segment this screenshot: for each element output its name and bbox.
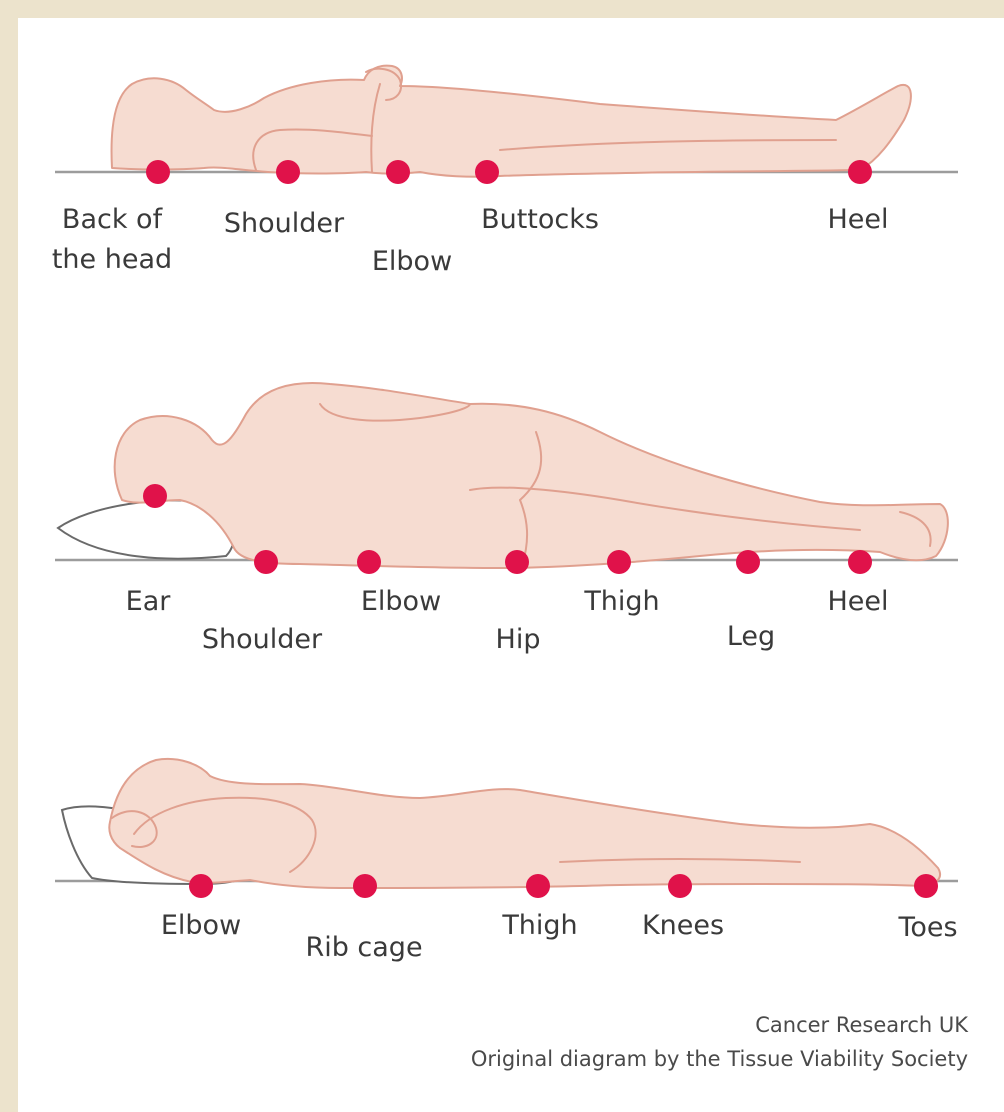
pressure-point-supine-1 [276, 160, 300, 184]
label-supine-1: Shoulder [224, 208, 345, 239]
label-side-4: Thigh [583, 586, 659, 617]
label-prone-1: Rib cage [305, 932, 422, 963]
pressure-point-prone-1 [353, 874, 377, 898]
label-side-0: Ear [126, 586, 172, 617]
pressure-point-side-6 [848, 550, 872, 574]
label-prone-2: Thigh [501, 910, 577, 941]
figure-side [55, 383, 958, 568]
label-prone-0: Elbow [161, 910, 241, 941]
pressure-point-supine-0 [146, 160, 170, 184]
credit-line-1: Cancer Research UK [755, 1013, 969, 1037]
label-side-2: Elbow [361, 586, 441, 617]
pressure-point-supine-3 [475, 160, 499, 184]
credit-line-2: Original diagram by the Tissue Viability… [471, 1047, 968, 1071]
label-supine-2: Elbow [372, 246, 452, 277]
label-supine-0-line-1: the head [52, 244, 172, 275]
figure-prone [55, 759, 958, 888]
label-supine-3: Buttocks [481, 204, 599, 235]
pressure-point-side-1 [254, 550, 278, 574]
pressure-point-side-4 [607, 550, 631, 574]
label-side-3: Hip [496, 624, 541, 655]
pressure-point-side-2 [357, 550, 381, 574]
pressure-point-side-0 [143, 484, 167, 508]
label-side-5: Leg [727, 621, 775, 652]
pressure-point-supine-2 [386, 160, 410, 184]
label-supine-4: Heel [827, 204, 888, 235]
label-prone-4: Toes [897, 912, 957, 943]
pressure-point-prone-2 [526, 874, 550, 898]
label-supine-0-line-0: Back of [62, 204, 164, 235]
body-prone [109, 759, 940, 888]
pressure-point-prone-0 [189, 874, 213, 898]
figure-supine [55, 66, 958, 177]
label-prone-3: Knees [642, 910, 724, 941]
pressure-point-supine-4 [848, 160, 872, 184]
body-side [115, 383, 948, 568]
label-side-6: Heel [827, 586, 888, 617]
body-supine [112, 66, 911, 177]
label-side-1: Shoulder [202, 624, 323, 655]
pressure-point-side-3 [505, 550, 529, 574]
pressure-point-prone-4 [914, 874, 938, 898]
pressure-point-side-5 [736, 550, 760, 574]
pressure-point-prone-3 [668, 874, 692, 898]
